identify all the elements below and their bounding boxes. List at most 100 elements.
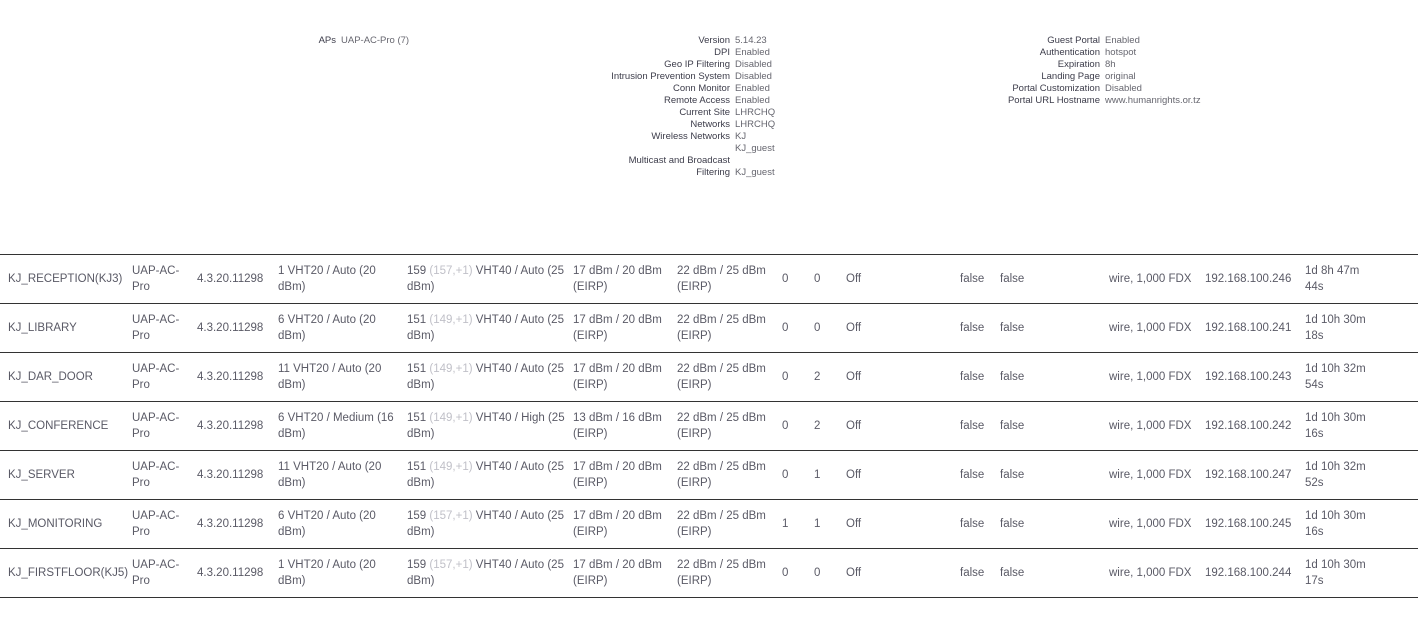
channel-secondary: (149,+1) (429, 412, 473, 424)
setting-value: original (1105, 71, 1136, 82)
setting-label: DPI (714, 47, 730, 58)
setting-label: Multicast and Broadcast (628, 155, 730, 166)
cell-version: 4.3.20.11298 (197, 567, 264, 579)
cell-f1: false (960, 420, 985, 432)
setting-label: Portal URL Hostname (1007, 95, 1100, 106)
cell-f2: false (1000, 273, 1025, 285)
setting-label: Portal Customization (1012, 83, 1100, 94)
setting-label: Version (698, 35, 730, 46)
cell-tx-ng: 17 dBm / 20 dBm (EIRP) (573, 559, 662, 587)
cell-uplink: wire, 1,000 FDX (1109, 371, 1192, 383)
cell-uptime: 1d 10h 30m 17s (1305, 559, 1366, 587)
cell-tx-na: 22 dBm / 25 dBm (EIRP) (677, 265, 766, 293)
cell-uptime: 1d 10h 32m 52s (1305, 461, 1366, 489)
cell-state: Off (846, 273, 862, 285)
cell-ng: 11 VHT20 / Auto (20 dBm) (278, 461, 382, 489)
cell-ip: 192.168.100.245 (1205, 518, 1292, 530)
radio-mode: VHT40 / Auto (25 dBm) (407, 314, 564, 342)
channel-secondary: (149,+1) (429, 314, 473, 326)
cell-c2: 0 (814, 567, 821, 579)
cell-c2: 2 (814, 371, 821, 383)
cell-tx-na: 22 dBm / 25 dBm (EIRP) (677, 559, 766, 587)
table-row[interactable]: KJ_FIRSTFLOOR(KJ5)UAP-AC-Pro 4.3.20.11298… (0, 549, 1418, 598)
cell-model: UAP-AC-Pro (132, 461, 180, 489)
cell-ip: 192.168.100.241 (1205, 322, 1292, 334)
cell-ng: 6 VHT20 / Auto (20 dBm) (278, 510, 376, 538)
setting-label: Conn Monitor (672, 83, 730, 94)
cell-c2: 0 (814, 322, 821, 334)
cell-f2: false (1000, 420, 1025, 432)
setting-label (0, 143, 735, 155)
cell-tx-ng: 17 dBm / 20 dBm (EIRP) (573, 461, 662, 489)
setting-label: Intrusion Prevention System (611, 71, 730, 82)
cell-na: 159 (157,+1) VHT40 / Auto (25 dBm) (407, 508, 567, 540)
cell-model: UAP-AC-Pro (132, 559, 180, 587)
cell-uplink: wire, 1,000 FDX (1109, 469, 1192, 481)
cell-state: Off (846, 469, 862, 481)
channel-primary: 159 (407, 559, 427, 571)
cell-version: 4.3.20.11298 (197, 518, 264, 530)
cell-c1: 1 (782, 518, 789, 530)
cell-state: Off (846, 567, 862, 579)
cell-state: Off (846, 420, 862, 432)
cell-c2: 0 (814, 273, 821, 285)
cell-version: 4.3.20.11298 (197, 420, 264, 432)
channel-primary: 151 (407, 363, 427, 375)
setting-label: Geo IP Filtering (664, 59, 730, 70)
cell-f1: false (960, 371, 985, 383)
setting-label: APs (318, 35, 336, 46)
radio-mode: VHT40 / Auto (25 dBm) (407, 510, 564, 538)
setting-label: Filtering (696, 167, 730, 178)
setting-label: Expiration (1057, 59, 1100, 70)
cell-ip: 192.168.100.242 (1205, 420, 1292, 432)
cell-c1: 0 (782, 469, 789, 481)
cell-tx-na: 22 dBm / 25 dBm (EIRP) (677, 510, 766, 538)
radio-mode: VHT40 / Auto (25 dBm) (407, 265, 564, 293)
setting-value: Enabled (1105, 35, 1140, 46)
cell-name: KJ_FIRSTFLOOR(KJ5) (8, 567, 129, 579)
setting-row: Multicast and Broadcast (0, 155, 775, 167)
channel-primary: 159 (407, 265, 427, 277)
radio-mode: VHT40 / Auto (25 dBm) (407, 461, 564, 489)
cell-state: Off (846, 371, 862, 383)
cell-tx-na: 22 dBm / 25 dBm (EIRP) (677, 412, 766, 440)
cell-tx-na: 22 dBm / 25 dBm (EIRP) (677, 314, 766, 342)
cell-tx-ng: 17 dBm / 20 dBm (EIRP) (573, 363, 662, 391)
setting-value: UAP-AC-Pro (7) (341, 35, 410, 46)
cell-f2: false (1000, 469, 1025, 481)
cell-c1: 0 (782, 273, 789, 285)
setting-label: Authentication (1039, 47, 1100, 58)
cell-version: 4.3.20.11298 (197, 322, 264, 334)
setting-label: Networks (690, 119, 730, 130)
cell-f1: false (960, 567, 985, 579)
setting-label: Remote Access (664, 95, 730, 106)
cell-model: UAP-AC-Pro (132, 412, 180, 440)
cell-name: KJ_RECEPTION(KJ3) (8, 273, 123, 285)
ap-table: KJ_RECEPTION(KJ3) UAP-AC-Pro 4.3.20.11298 1… (0, 254, 1418, 598)
cell-ng: 6 VHT20 / Medium (16 dBm) (278, 412, 394, 440)
cell-c2: 1 (814, 469, 821, 481)
cell-c2: 1 (814, 518, 821, 530)
cell-f1: false (960, 518, 985, 530)
cell-tx-na: 22 dBm / 25 dBm (EIRP) (677, 363, 766, 391)
cell-model: UAP-AC-Pro (132, 314, 180, 342)
cell-f1: false (960, 469, 985, 481)
cell-f2: false (1000, 518, 1025, 530)
cell-ng: 6 VHT20 / Auto (20 dBm) (278, 314, 376, 342)
cell-version: 4.3.20.11298 (197, 273, 264, 285)
